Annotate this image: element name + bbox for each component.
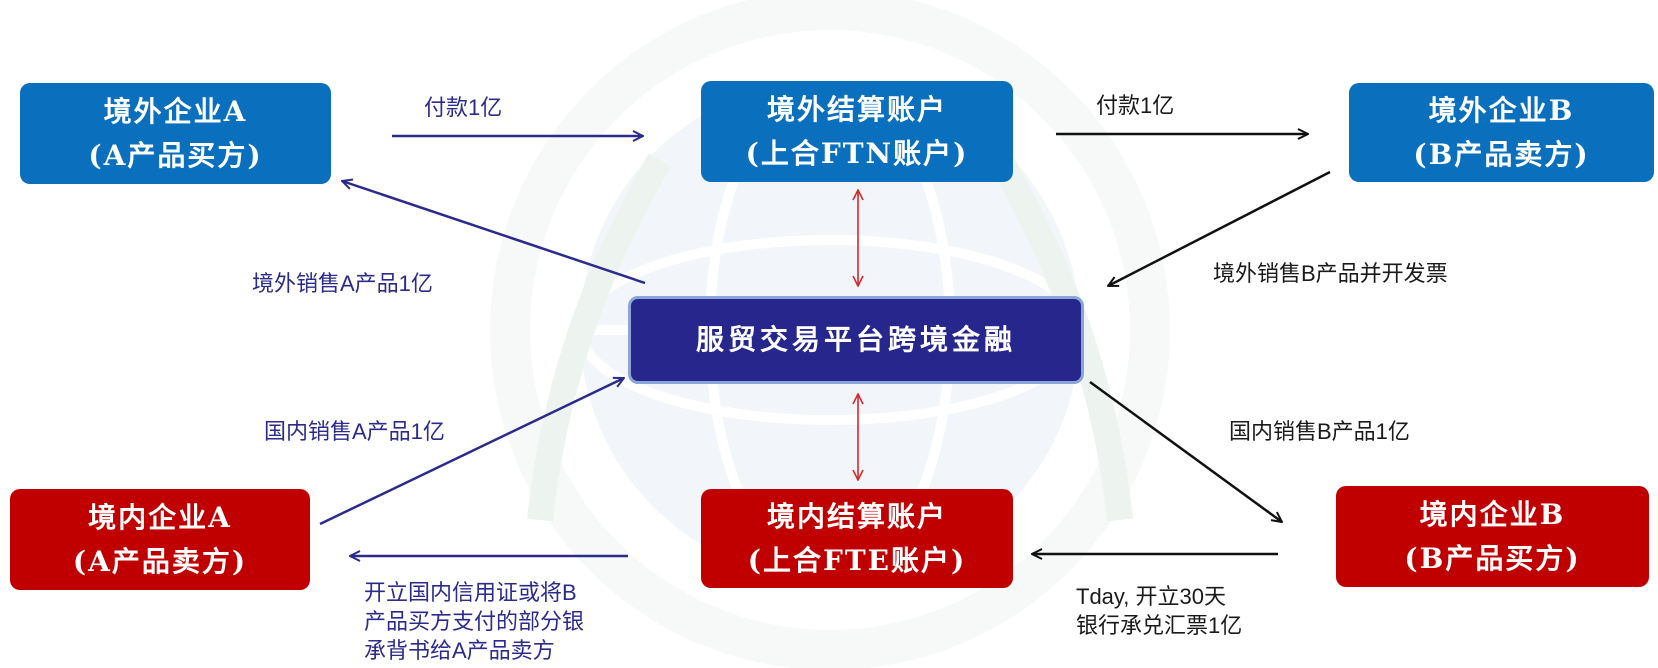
platform-box: 服贸交易平台跨境金融: [628, 296, 1084, 384]
label-offshore-sale-b: 境外销售B产品并开发票: [1213, 261, 1448, 286]
arrow-domestic-a-to-platform: [319, 378, 624, 526]
label-domestic-sale-a: 国内销售A产品1亿: [264, 419, 445, 444]
offshore-company-b-name: 境外企业B: [1428, 93, 1575, 127]
domestic-company-b-box: 境内企业B (B产品买方): [1336, 486, 1649, 587]
offshore-settlement-account-name: 境外结算账户: [766, 92, 947, 126]
note-bank-acceptance-line-2: 银行承兑汇票1亿: [1076, 613, 1243, 638]
platform-name: 服贸交易平台跨境金融: [695, 323, 1016, 356]
note-bank-acceptance: Tday, 开立30天 银行承兑汇票1亿: [1076, 582, 1242, 640]
offshore-company-b-role: (B产品卖方): [1413, 137, 1590, 171]
label-offshore-sale-a: 境外销售A产品1亿: [252, 271, 433, 296]
offshore-settlement-account-type: (上合FTN账户): [745, 136, 969, 170]
domestic-company-b-name: 境内企业B: [1419, 497, 1566, 531]
label-payment-a-to-ftn: 付款1亿: [424, 95, 503, 120]
arrow-platform-to-offshore-a: [342, 181, 646, 285]
label-domestic-sale-b: 国内销售B产品1亿: [1229, 419, 1410, 444]
offshore-settlement-account-box: 境外结算账户 (上合FTN账户): [701, 81, 1013, 182]
arrow-platform-to-domestic-b: [1089, 380, 1282, 522]
arrow-offshore-b-to-platform: [1108, 170, 1331, 288]
offshore-company-b-box: 境外企业B (B产品卖方): [1349, 83, 1654, 182]
note-letter-of-credit-line-2: 产品买方支付的部分银: [364, 609, 585, 634]
label-payment-ftn-to-b: 付款1亿: [1096, 93, 1175, 118]
note-bank-acceptance-line-1: Tday, 开立30天: [1076, 584, 1226, 609]
domestic-company-a-name: 境内企业A: [88, 500, 232, 534]
domestic-settlement-account-name: 境内结算账户: [766, 499, 947, 533]
offshore-company-a-box: 境外企业A (A产品买方): [20, 83, 331, 184]
note-letter-of-credit: 开立国内信用证或将B 产品买方支付的部分银 承背书给A产品卖方: [364, 578, 584, 665]
domestic-company-a-role: (A产品卖方): [72, 544, 248, 578]
domestic-company-a-box: 境内企业A (A产品卖方): [10, 489, 310, 590]
offshore-company-a-name: 境外企业A: [103, 94, 248, 128]
note-letter-of-credit-line-3: 承背书给A产品卖方: [364, 638, 555, 663]
offshore-company-a-role: (A产品买方): [88, 138, 263, 172]
domestic-settlement-account-box: 境内结算账户 (上合FTE账户): [701, 489, 1013, 588]
note-letter-of-credit-line-1: 开立国内信用证或将B: [364, 580, 577, 605]
domestic-settlement-account-type: (上合FTE账户): [747, 543, 967, 577]
domestic-company-b-role: (B产品买方): [1404, 541, 1581, 575]
